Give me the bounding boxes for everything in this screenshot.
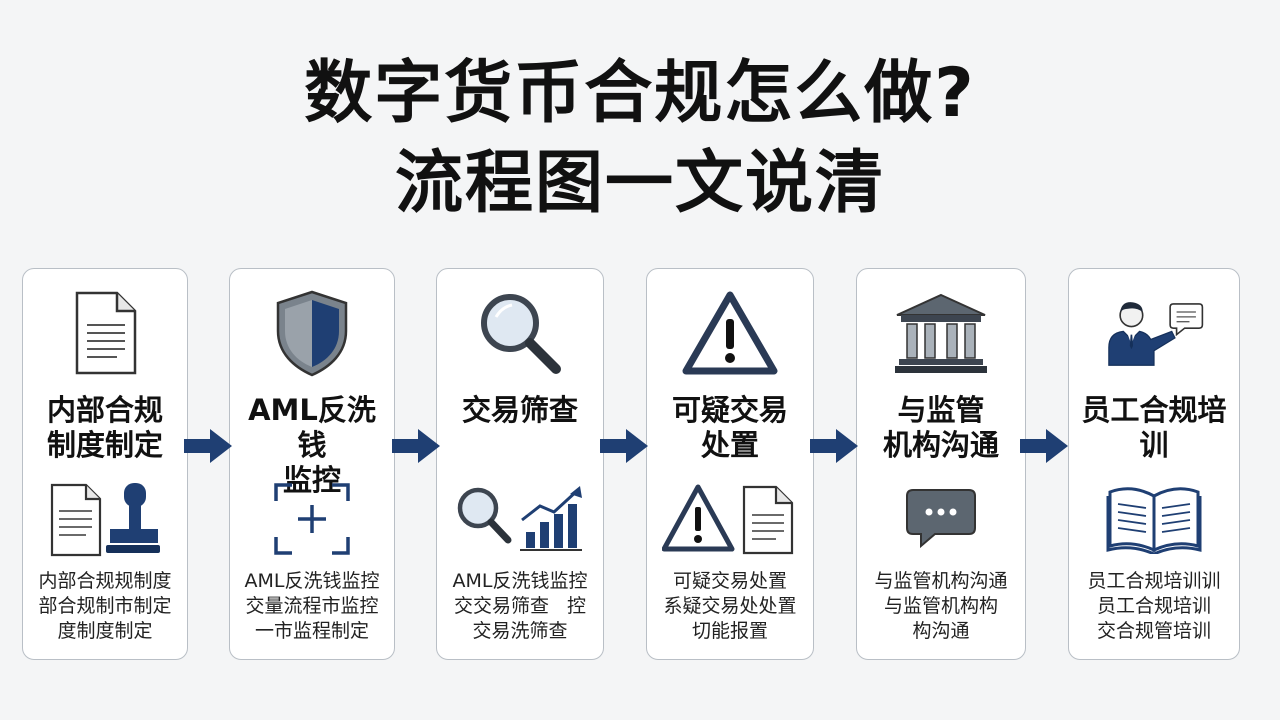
magnifier-icon (470, 287, 570, 379)
flow-arrow-icon (184, 429, 232, 463)
step-description: 内部合规规制度部合规制市制定度制度制定 (38, 570, 172, 642)
flow-arrow-icon (1020, 429, 1068, 463)
flow-arrow-icon (392, 429, 440, 463)
institution-building-icon (891, 287, 991, 379)
step-card-suspicious-handling: 可疑交易处置 可疑交易处置系疑交易处处置切能报置 (646, 268, 814, 660)
step-heading: 交易筛查 (461, 393, 578, 427)
warning-document-icon (660, 477, 800, 561)
magnifier-chart-icon (450, 477, 590, 561)
step-card-regulator-communication: 与监管机构沟通 与监管机构沟通与监管机构构构沟通 (856, 268, 1026, 660)
warning-icon (680, 287, 780, 379)
step-card-transaction-screening: 交易筛查 AML反洗钱监控交交易筛查 控交易洗筛查 (436, 268, 604, 660)
step-heading: 内部合规制度制定 (46, 393, 163, 462)
step-description: AML反洗钱监控交交易筛查 控交易洗筛查 (452, 570, 588, 642)
step-card-aml-monitoring: AML反洗钱监控 AML反洗钱监控交量流程市监控一市监程制定 (229, 268, 395, 660)
step-heading: 与监管机构沟通 (882, 393, 999, 462)
step-description: 可疑交易处置系疑交易处处置切能报置 (663, 570, 797, 642)
chat-bubble-icon (871, 477, 1011, 561)
document-icon (55, 287, 155, 379)
step-description: AML反洗钱监控交量流程市监控一市监程制定 (244, 570, 380, 642)
step-heading: 可疑交易处置 (671, 393, 788, 462)
step-heading: 员工合规培训 (1081, 393, 1227, 462)
step-card-internal-policy: 内部合规制度制定 内部合规规制度部合规制市制定度制度制定 (22, 268, 188, 660)
title-line-1: 数字货币合规怎么做? (304, 54, 976, 133)
step-heading: AML反洗钱监控 (248, 393, 376, 497)
flow-arrow-icon (810, 429, 858, 463)
step-description: 与监管机构沟通与监管机构构构沟通 (874, 570, 1008, 642)
open-book-icon (1084, 477, 1224, 561)
step-card-staff-training: 员工合规培训 员工合规培训训员工合规培训交合规管培训 (1068, 268, 1240, 660)
title-line-2: 流程图一文说清 (394, 144, 885, 223)
flow-arrow-icon (600, 429, 648, 463)
shield-icon (262, 287, 362, 379)
step-description: 员工合规培训训员工合规培训交合规管培训 (1087, 570, 1221, 642)
document-stamp-icon (35, 477, 175, 561)
presenter-icon (1104, 287, 1204, 379)
scan-frame-icon (242, 477, 382, 561)
